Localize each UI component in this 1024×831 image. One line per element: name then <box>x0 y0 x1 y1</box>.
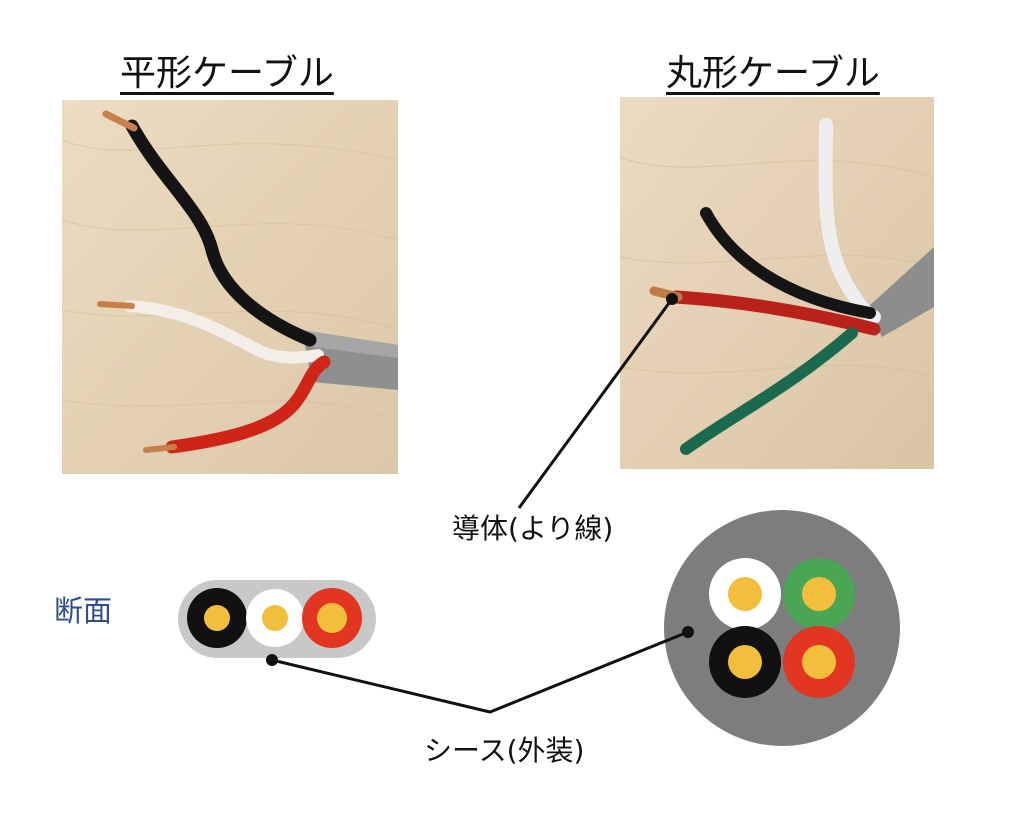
round-black-conductor <box>728 645 762 679</box>
flat-cable-title: 平形ケーブル <box>120 53 334 94</box>
round-cable-sheath <box>664 510 900 746</box>
sheath-pointer-dot-round <box>682 626 694 638</box>
cross-section-label: 断面 <box>54 594 113 628</box>
flat-red-conductor <box>317 603 347 633</box>
conductor-leader-line <box>517 298 674 509</box>
round-white-conductor <box>728 577 762 611</box>
flat-black-conductor <box>204 605 230 631</box>
flat-white-conductor <box>262 605 288 631</box>
round-cable-photo <box>620 97 934 469</box>
conductor-label: 導体(より線) <box>452 512 614 545</box>
conductor-pointer-dot <box>666 293 678 305</box>
sheath-leader-line <box>271 630 689 714</box>
round-green-conductor <box>802 577 836 611</box>
sheath-label: シース(外装) <box>424 734 585 767</box>
round-cable-title: 丸形ケーブル <box>666 53 880 94</box>
sheath-pointer-dot-flat <box>266 654 278 666</box>
round-red-conductor <box>802 645 836 679</box>
flat-cable-photo <box>62 100 398 474</box>
